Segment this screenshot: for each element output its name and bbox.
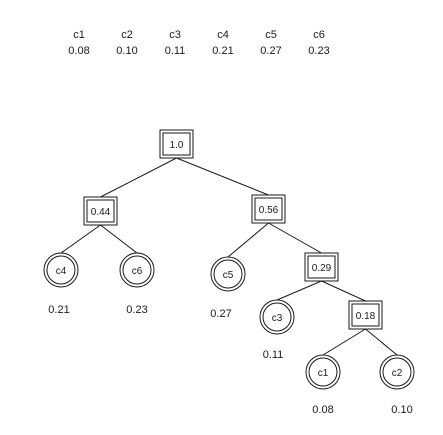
internal-node-n018: 0.18 xyxy=(348,300,383,330)
node-box xyxy=(159,129,194,159)
header-prob-c6: 0.23 xyxy=(308,45,329,57)
leaf-circle xyxy=(119,252,155,288)
leaf-prob-c4: 0.21 xyxy=(48,304,69,316)
leaf-circle-inner xyxy=(122,255,152,285)
leaf-prob-c3: 0.11 xyxy=(263,349,284,361)
header-prob-c5: 0.27 xyxy=(260,45,281,57)
header-prob-c1: 0.08 xyxy=(68,45,89,57)
leaf-circle xyxy=(305,354,341,390)
node-box xyxy=(348,300,383,330)
tree-nodes: 1.0 0.44 0.56 0.29 0.18 c4 0.21 c6 0.23 c5 0.27 c3 0… xyxy=(43,129,415,416)
leaf-prob-c5: 0.27 xyxy=(210,308,231,320)
edge-n056-c5 xyxy=(227,222,269,258)
leaf-node-c4: c4 xyxy=(43,252,79,288)
leaf-prob-c6: 0.23 xyxy=(126,304,147,316)
leaf-node-c6: c6 xyxy=(119,252,155,288)
leaf-symbol: c1 xyxy=(318,368,329,379)
node-box-inner xyxy=(86,199,115,223)
leaf-symbol: c4 xyxy=(56,266,67,277)
leaf-circle-inner xyxy=(213,259,243,289)
header-symbol-c4: c4 xyxy=(217,29,229,41)
leaf-circle xyxy=(210,256,246,292)
internal-node-n10: 1.0 xyxy=(159,129,194,159)
leaf-node-c2: c2 xyxy=(379,354,415,390)
leaf-symbol: c2 xyxy=(392,368,403,379)
leaf-prob-c2: 0.10 xyxy=(391,404,412,416)
internal-node-n029: 0.29 xyxy=(304,252,339,282)
edge-n018-c2 xyxy=(365,328,398,356)
node-box-inner xyxy=(162,132,191,156)
leaf-prob-c1: 0.08 xyxy=(312,404,333,416)
leaf-circle xyxy=(379,354,415,390)
header-symbol-c5: c5 xyxy=(265,29,277,41)
node-box-inner xyxy=(254,197,283,221)
node-value: 0.44 xyxy=(91,207,111,218)
header-symbol-c3: c3 xyxy=(169,29,181,41)
node-box xyxy=(83,196,118,226)
edge-n018-c1 xyxy=(322,328,366,356)
edge-n056-n029 xyxy=(268,222,322,254)
leaf-symbol: c6 xyxy=(132,266,143,277)
tree-edges xyxy=(60,157,398,356)
edge-n10-n044 xyxy=(100,157,177,198)
header-symbol-c1: c1 xyxy=(73,29,85,41)
edge-n10-n056 xyxy=(176,157,269,196)
edge-n044-c6 xyxy=(100,224,138,254)
leaf-symbol: c3 xyxy=(272,313,283,324)
edge-n029-n018 xyxy=(321,280,366,302)
symbol-probability-table: c1 c2 c3 c4 c5 c6 0.08 0.10 0.11 0.21 0.27 0.23 xyxy=(68,29,329,57)
leaf-circle xyxy=(43,252,79,288)
leaf-circle xyxy=(259,299,295,335)
leaf-node-c1: c1 xyxy=(305,354,341,390)
leaf-node-c5: c5 xyxy=(210,256,246,292)
leaf-symbol: c5 xyxy=(223,270,234,281)
header-prob-c4: 0.21 xyxy=(212,45,233,57)
header-prob-c2: 0.10 xyxy=(116,45,137,57)
header-symbol-c6: c6 xyxy=(313,29,325,41)
leaf-circle-inner xyxy=(308,357,338,387)
leaf-circle-inner xyxy=(382,357,412,387)
node-value: 0.18 xyxy=(356,311,376,322)
edge-n044-c4 xyxy=(60,224,101,254)
node-value: 1.0 xyxy=(170,140,184,151)
header-prob-c3: 0.11 xyxy=(165,45,186,57)
internal-node-n056: 0.56 xyxy=(251,194,286,224)
node-value: 0.56 xyxy=(259,205,279,216)
leaf-circle-inner xyxy=(262,302,292,332)
edge-n029-c3 xyxy=(276,280,322,301)
node-box-inner xyxy=(307,255,336,279)
node-value: 0.29 xyxy=(312,263,332,274)
leaf-node-c3: c3 xyxy=(259,299,295,335)
leaf-circle-inner xyxy=(46,255,76,285)
internal-node-n044: 0.44 xyxy=(83,196,118,226)
node-box-inner xyxy=(351,303,380,327)
node-box xyxy=(304,252,339,282)
header-symbol-c2: c2 xyxy=(121,29,133,41)
node-box xyxy=(251,194,286,224)
